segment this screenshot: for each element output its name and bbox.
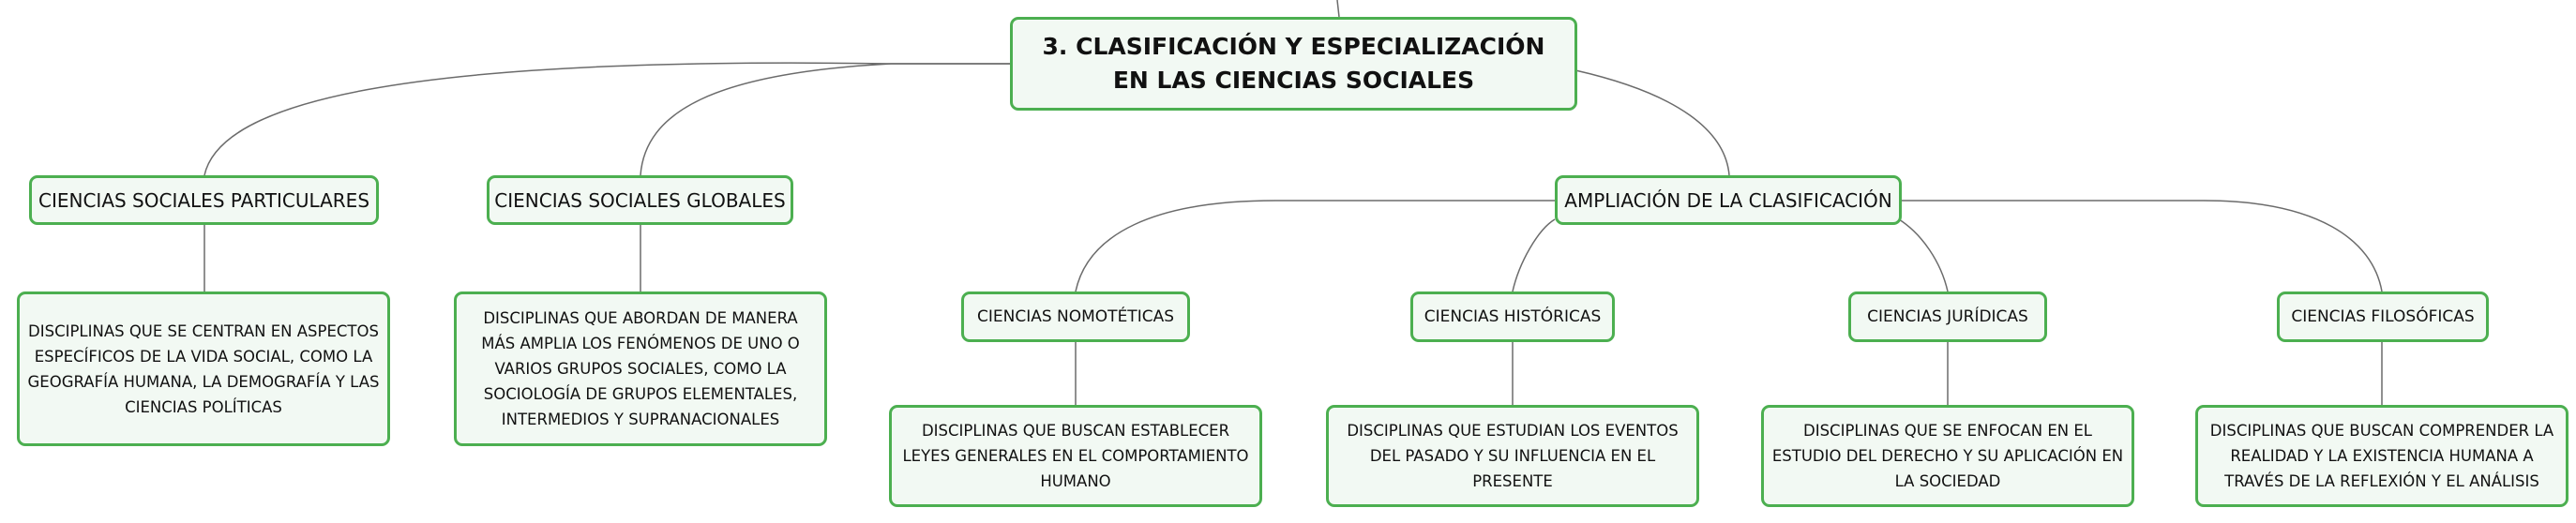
leaf-text: DISCIPLINAS QUE ABORDAN DE MANERA MÁS AM… (481, 309, 800, 428)
subtopic-label: CIENCIAS NOMOTÉTICAS (976, 307, 1174, 326)
leaf-text: DISCIPLINAS QUE BUSCAN ESTABLECER LEYES … (902, 422, 1249, 490)
connector-ampliacion-historicas (1512, 218, 1556, 292)
leaf-juridicas-description[interactable]: DISCIPLINAS QUE SE ENFOCAN EN EL ESTUDIO… (1761, 405, 2134, 507)
connector-root-incoming (1336, 0, 1340, 18)
branch-ampliacion-clasificacion[interactable]: AMPLIACIÓN DE LA CLASIFICACIÓN (1555, 175, 1902, 225)
leaf-text: DISCIPLINAS QUE ESTUDIAN LOS EVENTOS DEL… (1347, 422, 1679, 490)
leaf-filosoficas-description[interactable]: DISCIPLINAS QUE BUSCAN COMPRENDER LA REA… (2195, 405, 2568, 507)
subtopic-label: CIENCIAS FILOSÓFICAS (2291, 307, 2475, 326)
connector-root-globales (640, 63, 1010, 176)
leaf-particulares-description[interactable]: DISCIPLINAS QUE SE CENTRAN EN ASPECTOS E… (17, 291, 390, 446)
root-topic[interactable]: 3. CLASIFICACIÓN Y ESPECIALIZACIÓN EN LA… (1010, 17, 1577, 111)
leaf-globales-description[interactable]: DISCIPLINAS QUE ABORDAN DE MANERA MÁS AM… (454, 291, 827, 446)
subtopic-ciencias-historicas[interactable]: CIENCIAS HISTÓRICAS (1410, 291, 1615, 342)
leaf-text: DISCIPLINAS QUE SE CENTRAN EN ASPECTOS E… (27, 321, 380, 416)
subtopic-ciencias-nomoteticas[interactable]: CIENCIAS NOMOTÉTICAS (961, 291, 1190, 342)
branch-label: CIENCIAS SOCIALES PARTICULARES (38, 188, 370, 212)
connector-root-ampliacion (1574, 69, 1730, 176)
connector-ampliacion-nomoteticas (1075, 200, 1555, 292)
connector-root-particulares (203, 62, 1010, 176)
leaf-nomoteticas-description[interactable]: DISCIPLINAS QUE BUSCAN ESTABLECER LEYES … (889, 405, 1262, 507)
branch-ciencias-sociales-globales[interactable]: CIENCIAS SOCIALES GLOBALES (487, 175, 793, 225)
leaf-historicas-description[interactable]: DISCIPLINAS QUE ESTUDIAN LOS EVENTOS DEL… (1326, 405, 1699, 507)
subtopic-ciencias-juridicas[interactable]: CIENCIAS JURÍDICAS (1848, 291, 2047, 342)
subtopic-ciencias-filosoficas[interactable]: CIENCIAS FILOSÓFICAS (2277, 291, 2489, 342)
subtopic-label: CIENCIAS JURÍDICAS (1867, 307, 2028, 326)
branch-ciencias-sociales-particulares[interactable]: CIENCIAS SOCIALES PARTICULARES (29, 175, 379, 225)
branch-label: AMPLIACIÓN DE LA CLASIFICACIÓN (1564, 188, 1892, 212)
leaf-text: DISCIPLINAS QUE BUSCAN COMPRENDER LA REA… (2209, 422, 2554, 490)
connector-ampliacion-juridicas (1898, 218, 1949, 292)
branch-label: CIENCIAS SOCIALES GLOBALES (494, 188, 786, 212)
root-topic-title: 3. CLASIFICACIÓN Y ESPECIALIZACIÓN EN LA… (1042, 33, 1545, 94)
connector-ampliacion-filosoficas (1899, 200, 2383, 292)
leaf-text: DISCIPLINAS QUE SE ENFOCAN EN EL ESTUDIO… (1771, 422, 2124, 490)
subtopic-label: CIENCIAS HISTÓRICAS (1424, 307, 1602, 326)
